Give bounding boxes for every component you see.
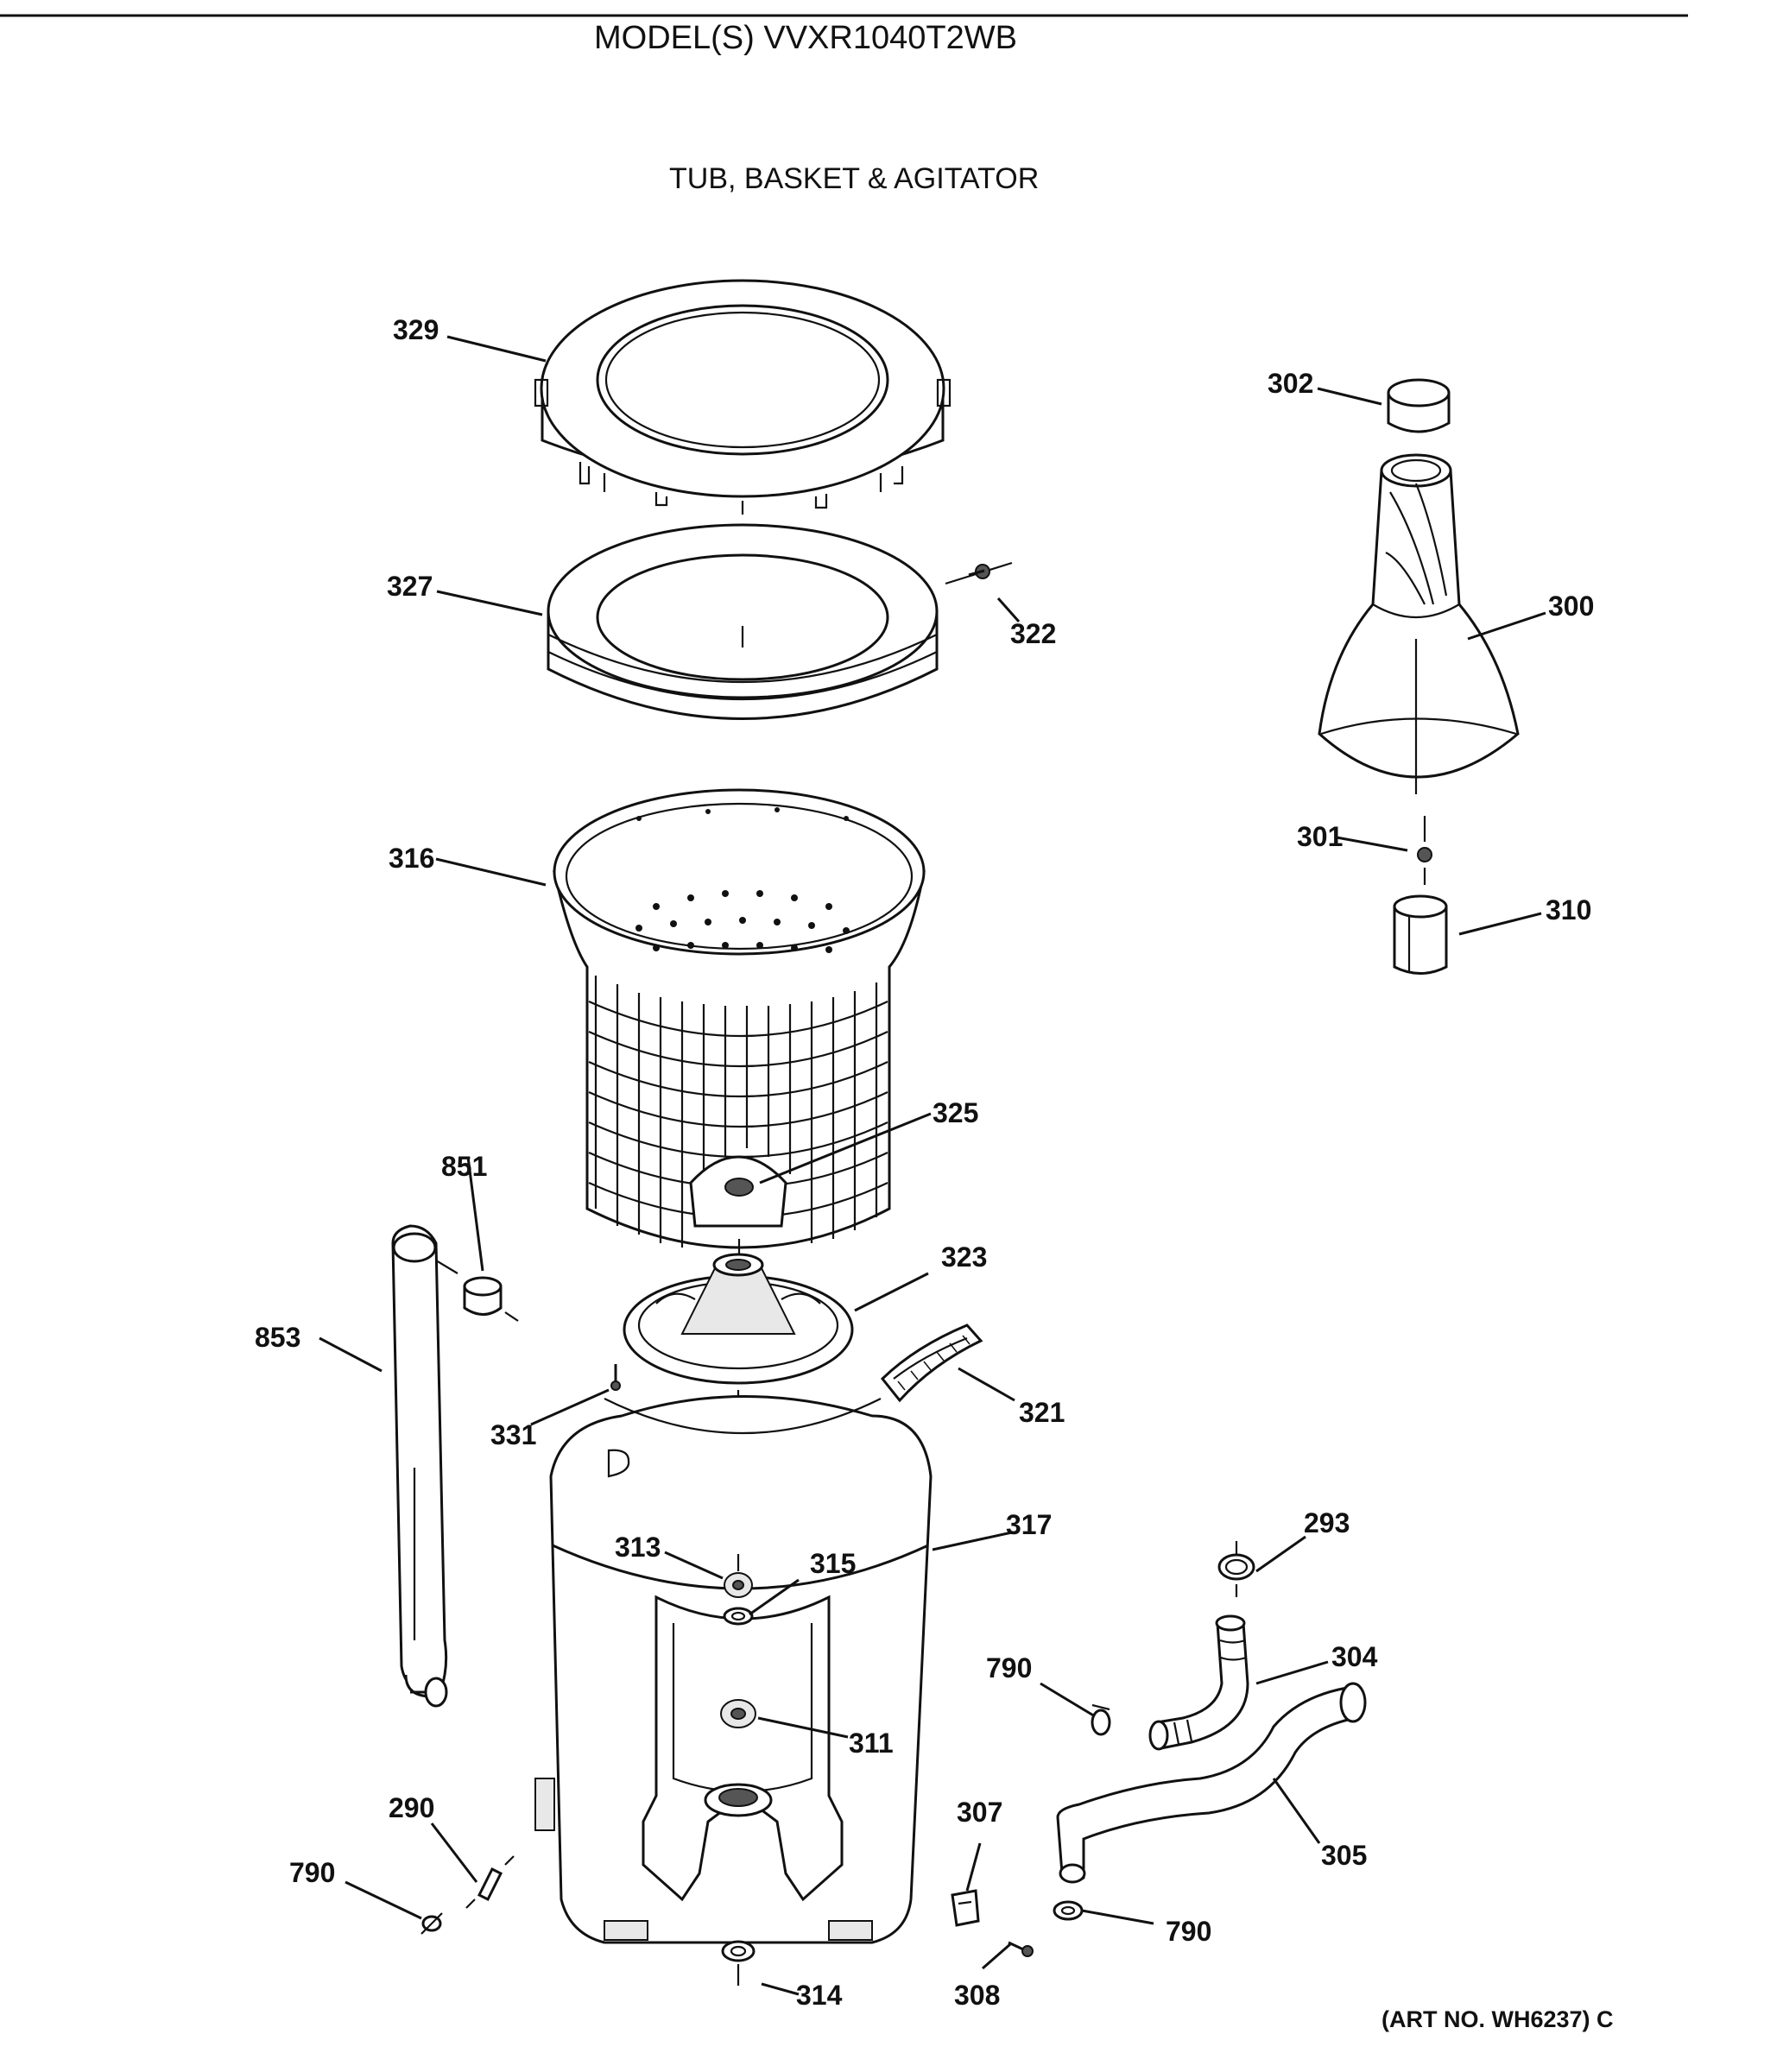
part-label-323: 323: [941, 1241, 987, 1273]
part-label-329: 329: [393, 314, 439, 345]
part-label-307: 307: [957, 1797, 1002, 1828]
part-label-311: 311: [849, 1728, 894, 1759]
hose-304-part: [1148, 1614, 1249, 1751]
part-label-316: 316: [389, 843, 434, 874]
bolt-301-part: [1417, 816, 1432, 885]
screw-308-part: [1008, 1941, 1034, 1957]
washer-315-part: [723, 1607, 754, 1626]
part-label-305: 305: [1321, 1840, 1367, 1871]
basket-part: [553, 788, 926, 1249]
cap-302-part: [1387, 378, 1451, 433]
part-label-331: 331: [490, 1419, 536, 1450]
leader-lines: [319, 335, 1546, 1996]
pipe-853-part: [391, 1224, 448, 1708]
part-label-304: 304: [1331, 1641, 1378, 1672]
part-label-310: 310: [1546, 894, 1591, 925]
fitting-851-part: [435, 1260, 519, 1322]
coupling-310-part: [1393, 894, 1448, 975]
art-number: (ART NO. WH6237) C: [1382, 2006, 1614, 2032]
filter-321-part: [880, 1323, 983, 1403]
model-title: MODEL(S) VVXR1040T2WB: [594, 20, 1017, 56]
hub-323-part: [623, 1253, 854, 1416]
part-label-308: 308: [954, 1980, 1000, 2011]
part-label-321: 321: [1019, 1397, 1065, 1428]
part-label-293: 293: [1304, 1507, 1350, 1538]
part-label-317: 317: [1006, 1509, 1052, 1540]
clamp-790a-part: [1091, 1703, 1111, 1736]
bracket-307-part: [951, 1889, 980, 1927]
part-label-302: 302: [1268, 368, 1313, 399]
part-label-322: 322: [1010, 618, 1056, 649]
outer-tub-part: [534, 1395, 933, 1944]
clamp-293-part: [1217, 1541, 1255, 1597]
clamp-790b-part: [420, 1912, 443, 1935]
part-label-790c: 790: [1166, 1916, 1211, 1947]
part-label-790b: 790: [289, 1857, 335, 1888]
part-label-314: 314: [796, 1980, 843, 2011]
clamp-790c-part: [1053, 1900, 1084, 1921]
screw-322-part: [945, 561, 1013, 585]
part-label-313: 313: [615, 1532, 661, 1563]
part-label-300: 300: [1548, 591, 1594, 622]
washer-314-part: [721, 1940, 756, 1986]
part-label-851: 851: [441, 1151, 487, 1182]
part-label-315: 315: [810, 1548, 856, 1579]
nut-313-part: [724, 1554, 753, 1598]
screw-331-part: [610, 1364, 621, 1391]
part-label-790a: 790: [986, 1652, 1032, 1684]
part-label-325: 325: [933, 1097, 978, 1128]
part-label-290: 290: [389, 1792, 434, 1823]
part-label-853: 853: [255, 1322, 300, 1353]
section-title: TUB, BASKET & AGITATOR: [669, 162, 1039, 195]
part-label-301: 301: [1297, 821, 1343, 852]
tub-cover-part: [534, 279, 952, 509]
agitator-300-part: [1318, 453, 1520, 794]
part-label-327: 327: [387, 571, 433, 602]
fitting-290-part: [465, 1855, 515, 1909]
balance-ring-part: [547, 523, 939, 720]
nut-311-part: [720, 1699, 756, 1728]
hose-305-part: [1056, 1682, 1367, 1884]
